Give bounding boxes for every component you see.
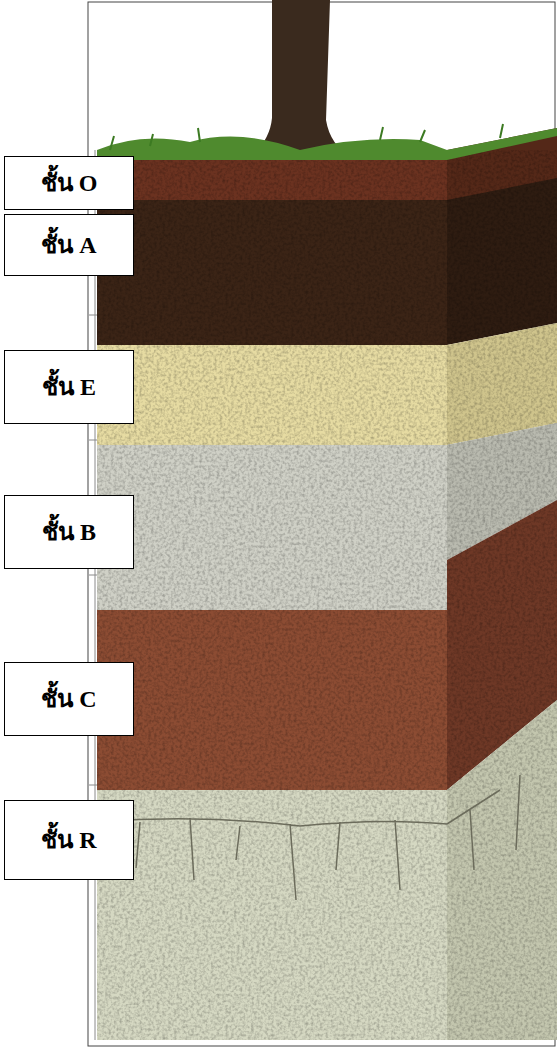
horizon-label: ชั้น E xyxy=(42,373,96,402)
horizon-label-box: ชั้น O xyxy=(4,156,134,210)
horizon-label: ชั้น A xyxy=(41,231,96,260)
horizon-label: ชั้น B xyxy=(42,518,96,547)
horizon-label-box: ชั้น B xyxy=(4,495,134,569)
depth-ruler xyxy=(89,150,97,1040)
horizon-label-box: ชั้น R xyxy=(4,800,134,880)
grass-blades xyxy=(110,124,503,150)
horizon-label-box: ชั้น C xyxy=(4,662,134,736)
grass xyxy=(97,128,557,160)
soil-texture xyxy=(97,150,557,1040)
horizon-label: ชั้น R xyxy=(41,826,96,855)
horizon-label: ชั้น C xyxy=(41,685,96,714)
bedrock-cracks xyxy=(97,775,520,900)
horizon-label-box: ชั้น A xyxy=(4,214,134,276)
horizon-label: ชั้น O xyxy=(41,169,98,198)
tree-trunk xyxy=(250,0,352,158)
horizon-label-box: ชั้น E xyxy=(4,350,134,424)
